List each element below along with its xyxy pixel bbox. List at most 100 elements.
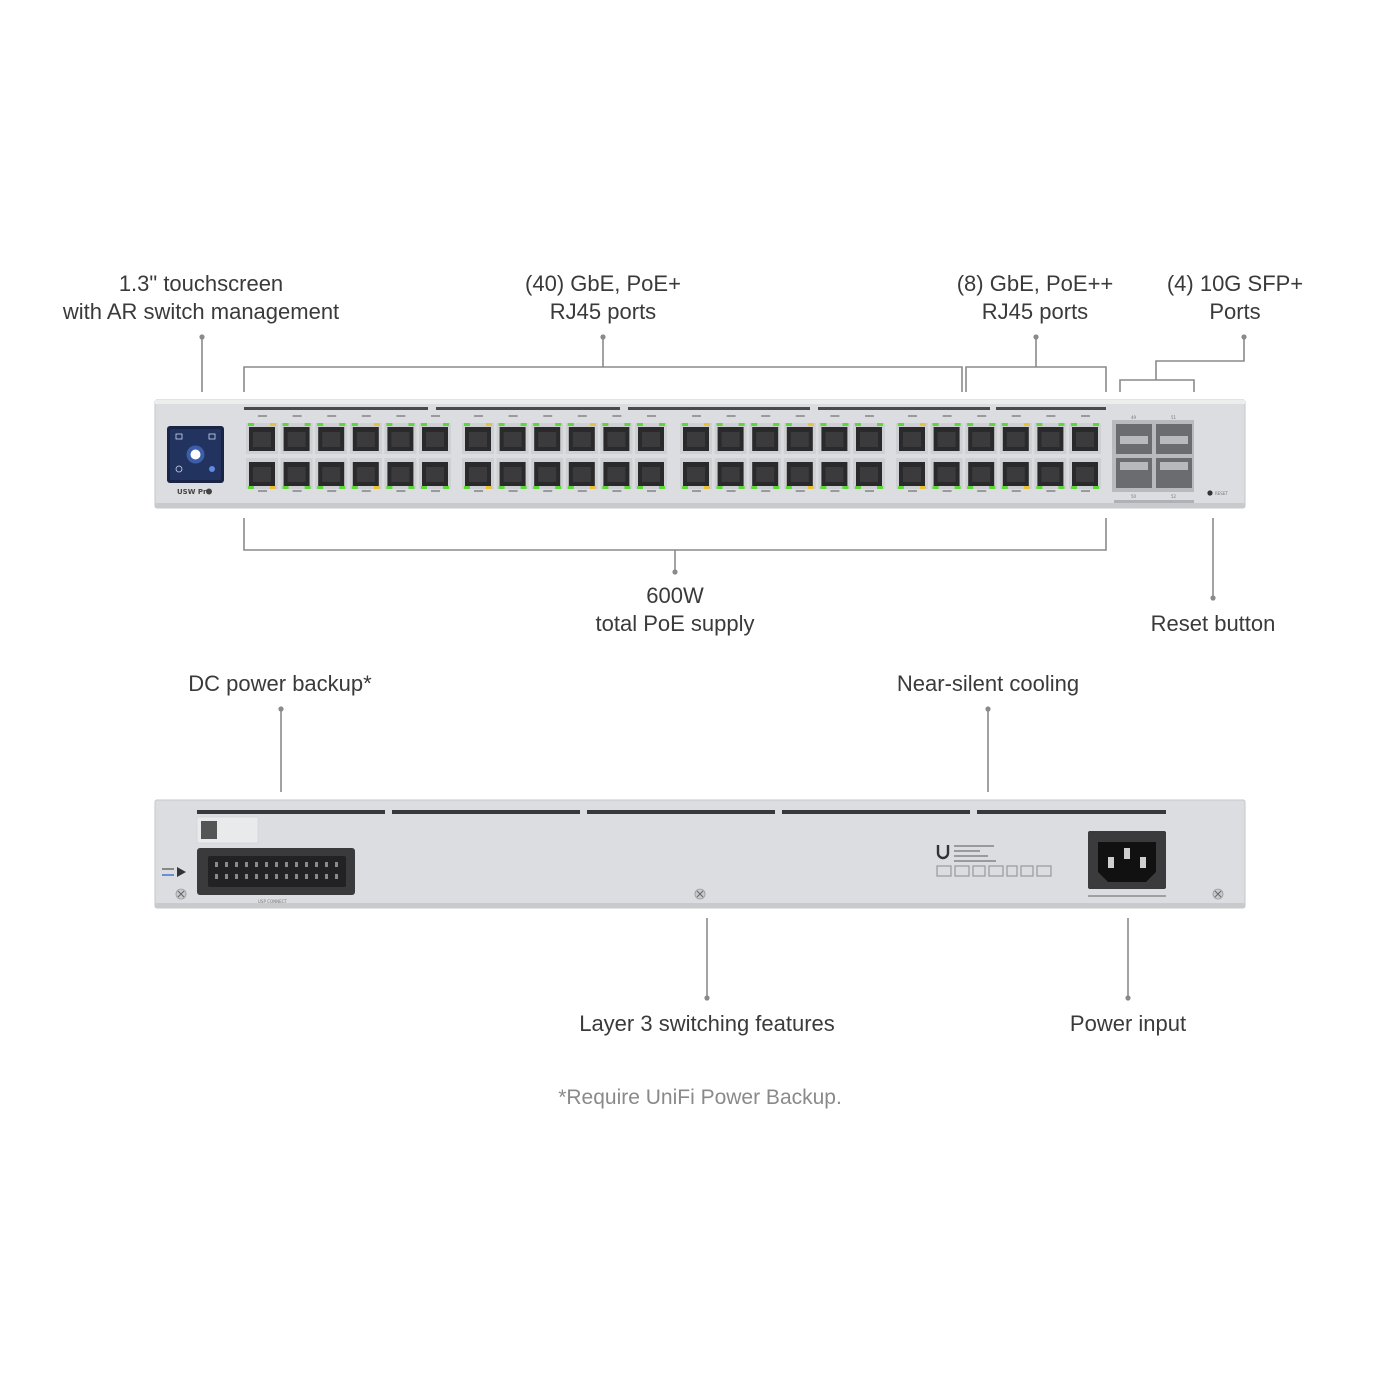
port-contacts (687, 432, 705, 447)
sfp-port[interactable] (1116, 424, 1152, 454)
led-link (820, 423, 827, 426)
rj45-port[interactable] (818, 423, 851, 454)
rj45-port[interactable] (896, 423, 928, 454)
led-poe (989, 423, 996, 426)
led-poe (842, 423, 849, 426)
usp-pin (305, 862, 308, 867)
callout-poe-plus-ports: (40) GbE, PoE+ RJ45 ports (525, 271, 681, 324)
port-contacts (903, 432, 921, 447)
port-contacts (322, 432, 341, 447)
port-number-mark (1081, 415, 1090, 417)
rj45-port[interactable] (965, 458, 998, 489)
rj45-port[interactable] (896, 458, 928, 489)
rj45-port[interactable] (600, 458, 633, 489)
rj45-port[interactable] (462, 458, 494, 489)
power-inlet[interactable] (1088, 831, 1166, 889)
rj45-port[interactable] (280, 423, 313, 454)
rj45-port[interactable] (496, 458, 529, 489)
rj45-port[interactable] (965, 423, 998, 454)
rj45-port[interactable] (419, 423, 451, 454)
rj45-port[interactable] (315, 458, 348, 489)
led-link (567, 486, 574, 489)
rj45-port[interactable] (565, 458, 598, 489)
rj45-port[interactable] (531, 458, 564, 489)
rj45-port[interactable] (565, 423, 598, 454)
dot (1241, 334, 1247, 340)
sfp-port[interactable] (1116, 458, 1152, 488)
led-link (716, 486, 723, 489)
usp-pin (315, 874, 318, 879)
screen-icon (175, 433, 183, 440)
rj45-port[interactable] (930, 423, 963, 454)
rj45-port[interactable] (749, 423, 782, 454)
usp-pin (335, 874, 338, 879)
rj45-port[interactable] (531, 423, 564, 454)
led-poe (1093, 423, 1099, 426)
port-contacts (825, 467, 844, 482)
rj45-port[interactable] (600, 423, 633, 454)
sfp-underline (1114, 500, 1194, 503)
usp-pin (305, 874, 308, 879)
rj45-port[interactable] (384, 458, 417, 489)
usp-pin (225, 862, 228, 867)
rj45-port[interactable] (783, 423, 816, 454)
port-contacts (903, 467, 921, 482)
rj45-port[interactable] (635, 458, 667, 489)
sfp-latch (1160, 436, 1188, 444)
port-number-mark (577, 490, 587, 492)
rj45-port[interactable] (749, 458, 782, 489)
port-number-labels-top (258, 415, 1090, 417)
port-contacts (287, 432, 306, 447)
callout-poe-plusplus-ports: (8) GbE, PoE++ RJ45 ports (956, 271, 1114, 324)
led-link (751, 423, 758, 426)
sfp-port[interactable] (1156, 458, 1192, 488)
rj45-port[interactable] (349, 458, 382, 489)
led-poe (443, 486, 449, 489)
rj45-port[interactable] (1034, 458, 1067, 489)
port-number-mark (942, 415, 952, 417)
rj45-port[interactable] (246, 458, 278, 489)
dot (672, 569, 678, 575)
rj45-port[interactable] (384, 423, 417, 454)
rj45-port[interactable] (714, 458, 747, 489)
rj45-port[interactable] (1034, 423, 1067, 454)
port-contacts (1076, 432, 1094, 447)
rj45-port[interactable] (1069, 458, 1101, 489)
sfp-label: 51 (1171, 415, 1177, 420)
led-poe (486, 486, 492, 489)
rj45-port[interactable] (853, 423, 885, 454)
rj45-port[interactable] (714, 423, 747, 454)
rj45-port[interactable] (999, 423, 1032, 454)
rj45-port[interactable] (246, 423, 278, 454)
port-contacts (825, 432, 844, 447)
port-contacts (790, 467, 809, 482)
rj45-port[interactable] (1069, 423, 1101, 454)
rj45-port[interactable] (419, 458, 451, 489)
usp-pin (325, 874, 328, 879)
port-contacts (972, 467, 991, 482)
rj45-port[interactable] (680, 423, 712, 454)
rj45-port[interactable] (680, 458, 712, 489)
rj45-port[interactable] (496, 423, 529, 454)
rj45-port[interactable] (999, 458, 1032, 489)
port-contacts (503, 432, 522, 447)
usp-pin (325, 862, 328, 867)
sfp-port[interactable] (1156, 424, 1192, 454)
side-mark (162, 868, 174, 870)
rj45-port[interactable] (462, 423, 494, 454)
rj45-port[interactable] (349, 423, 382, 454)
led-poe (704, 486, 710, 489)
rj45-port[interactable] (818, 458, 851, 489)
dot (704, 995, 710, 1001)
rj45-port[interactable] (315, 423, 348, 454)
screen-icon (175, 465, 183, 473)
rj45-port[interactable] (635, 423, 667, 454)
port-number-mark (508, 415, 518, 417)
reset-button[interactable] (1207, 490, 1213, 496)
rj45-port[interactable] (930, 458, 963, 489)
rj45-port[interactable] (280, 458, 313, 489)
power-pin (1140, 857, 1146, 868)
led-link (820, 486, 827, 489)
rj45-port[interactable] (783, 458, 816, 489)
rj45-port[interactable] (853, 458, 885, 489)
